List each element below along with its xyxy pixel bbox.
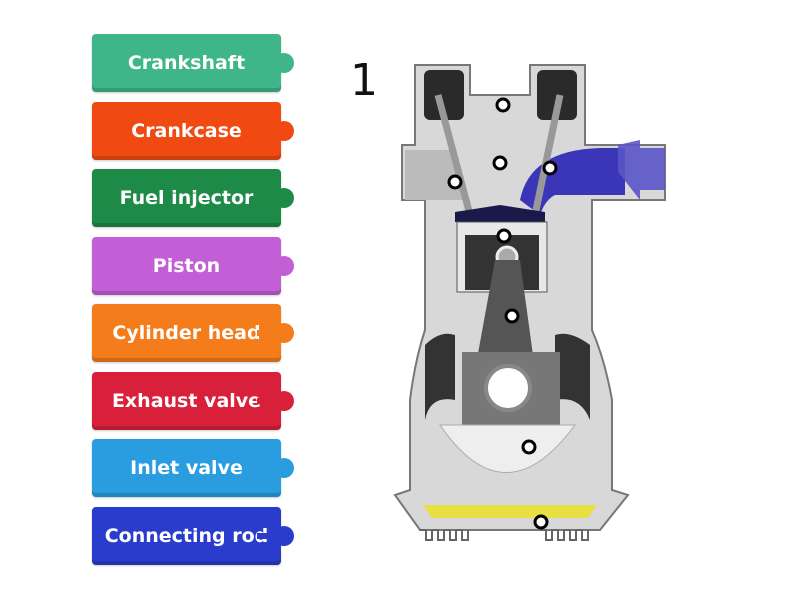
drop-target[interactable] [496, 228, 512, 244]
drop-target[interactable] [504, 308, 520, 324]
label-inlet-valve[interactable]: Inlet valve [92, 439, 281, 497]
label-connector [257, 195, 277, 201]
drop-target[interactable] [542, 160, 558, 176]
drop-target[interactable] [495, 97, 511, 113]
label-crankcase[interactable]: Crankcase [92, 101, 281, 160]
label-connector [257, 127, 277, 134]
drop-target[interactable] [447, 174, 463, 190]
step-number: 1 [350, 55, 378, 106]
label-exhaust-valve[interactable]: Exhaust valve [92, 371, 281, 430]
label-handle[interactable] [274, 323, 294, 343]
label-handle[interactable] [274, 458, 294, 478]
label-handle[interactable] [274, 120, 294, 141]
label-fuel-injector[interactable]: Fuel injector [92, 169, 281, 227]
drop-target[interactable] [521, 439, 537, 455]
drop-target[interactable] [533, 514, 549, 530]
label-connector [257, 465, 277, 471]
label-crankshaft[interactable]: Crankshaft [92, 34, 281, 92]
label-handle[interactable] [274, 188, 294, 208]
label-handle[interactable] [274, 525, 294, 546]
label-connector [257, 330, 277, 336]
label-connector [257, 532, 277, 539]
label-connector [257, 262, 277, 269]
label-handle[interactable] [274, 53, 294, 73]
engine-illustration [393, 64, 666, 541]
drop-target[interactable] [492, 155, 508, 171]
label-handle[interactable] [274, 255, 294, 276]
label-piston[interactable]: Piston [92, 236, 281, 295]
label-connecting-rod[interactable]: Connecting rod [92, 506, 281, 565]
label-connector [257, 60, 277, 66]
label-handle[interactable] [274, 390, 294, 411]
label-connector [257, 397, 277, 404]
label-cylinder-head[interactable]: Cylinder head [92, 304, 281, 362]
